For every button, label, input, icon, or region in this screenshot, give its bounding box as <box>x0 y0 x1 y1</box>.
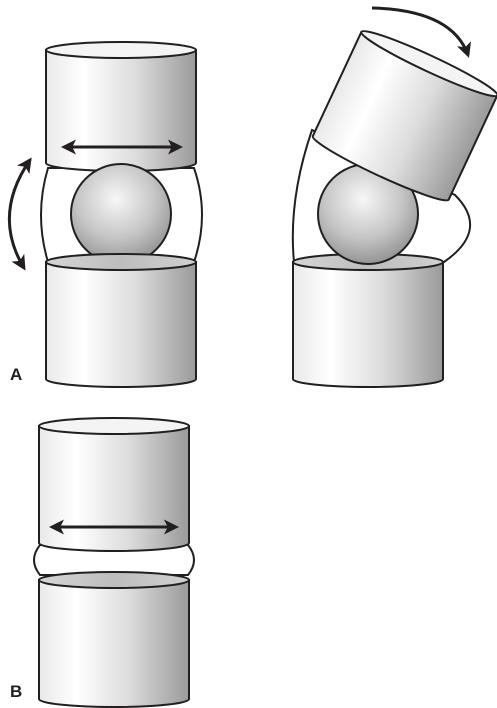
joint-capsule-b <box>33 544 195 576</box>
panel-a-left-joint <box>7 41 203 388</box>
tilted-upper-cylinder <box>311 30 497 202</box>
panel-a-right-joint <box>291 6 497 388</box>
curved-double-arrow-icon <box>7 157 32 271</box>
upper-cylinder-b <box>38 417 190 552</box>
panel-b-label: B <box>10 682 22 701</box>
curved-arrow-icon <box>371 6 472 58</box>
ball <box>70 163 172 265</box>
upper-cylinder <box>45 41 197 172</box>
lower-cylinder-b <box>38 571 190 708</box>
lower-cylinder-right <box>292 253 444 388</box>
lower-cylinder <box>45 253 197 388</box>
panel-b-joint <box>33 417 195 708</box>
panel-a-label: A <box>10 365 22 384</box>
